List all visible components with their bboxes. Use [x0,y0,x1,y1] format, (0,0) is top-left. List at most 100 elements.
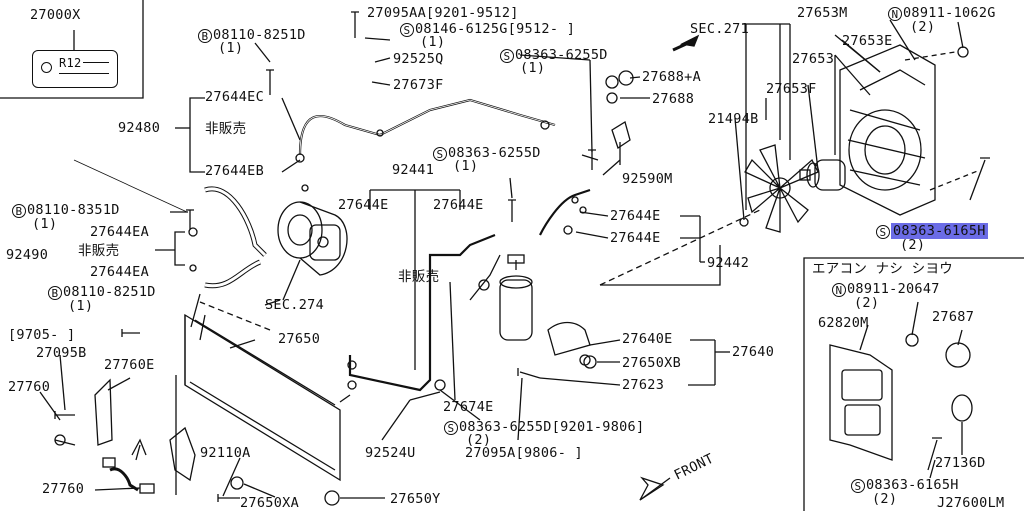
callout-text: 27136D [935,455,986,471]
callout-text: 27644EA [90,224,149,240]
callout-27674E: 27674E [443,400,494,414]
callout-text: 92524U [365,445,416,461]
callout-27760E: 27760E [104,358,155,372]
callout-08363bq: (1) [453,159,478,173]
callout-27673F: 27673F [393,78,444,92]
callout-text: 27674E [443,399,494,415]
callout-27095A: 27095A[9806- ] [465,446,583,460]
callout-text: 27623 [622,377,665,393]
callout-text: 27644EA [90,264,149,280]
callout-text: 92590M [622,171,673,187]
mark-s-icon: S [876,225,890,239]
callout-27653F: 27653F [766,82,817,96]
callout-text: SEC.274 [265,297,324,313]
callout-text: 27095AA[9201-9512] [367,5,519,21]
kit-frame [0,0,144,99]
kit-code: 27000X [30,7,81,23]
callout-27644EA1: 27644EA [90,225,149,239]
callout-text: 27653 [792,51,835,67]
callout-text: 27644E [610,230,661,246]
callout-62820M: 62820M [818,316,869,330]
callout-92480: 92480 [118,121,160,135]
callout-text: 92442 [707,255,750,271]
callout-text: (2) [900,237,926,253]
callout-text: 27644EC [205,89,264,105]
callout-27688: 27688 [652,92,694,106]
compressor-shape [277,201,348,276]
inset-panel-shape [829,333,973,461]
callout-27760a: 27760 [8,380,50,394]
callout-27644EA2: 27644EA [90,265,149,279]
callout-text: 27760 [42,481,85,497]
callout-27760b: 27760 [42,482,84,496]
callout-text: 08110-8351D [27,202,120,218]
callout-27650XB: 27650XB [622,356,681,370]
callout-text: 08911-1062G [903,5,996,21]
callout-92110A: 92110A [200,446,251,460]
callout-text: 92110A [200,445,251,461]
callout-27640E: 27640E [622,332,673,346]
callout-92442: 92442 [707,256,749,270]
callout-92590M: 92590M [622,172,673,186]
callout-text: 08146-6125G[9512- ] [415,21,576,37]
callout-text: 27688+A [642,69,701,85]
callout-text: 27653E [842,33,893,49]
callout-text: 92441 [392,162,435,178]
callout-92441: 92441 [392,163,434,177]
callout-08363dq: (2) [900,238,925,252]
callout-27653E: 27653E [842,34,893,48]
mark-s-icon: S [500,49,514,63]
kit-label-plate: R12 [32,50,118,88]
aircon-header: エアコン ナシ シヨウ [812,261,954,277]
callout-27644EC: 27644EC [205,90,264,104]
callout-08911bq: (2) [854,296,879,310]
callout-text: 27644E [610,208,661,224]
mark-n-icon: N [888,7,902,21]
fan-blade-shape [744,144,819,233]
callout-27644E2: 27644E [433,198,484,212]
callout-text: (2) [466,432,492,448]
callout-text: SEC.271 [690,21,749,37]
callout-27650: 27650 [278,332,320,346]
callout-27687: 27687 [932,310,974,324]
callout-text: 27673F [393,77,444,93]
callout-text: 27653M [797,5,848,21]
fan-shroud-shape [839,44,936,216]
callout-text: 08110-8251D [63,284,156,300]
condenser-shape [184,313,351,482]
callout-text: 27653F [766,81,817,97]
callout-08363eq: (2) [872,492,897,506]
callout-27095B: 27095B [36,346,87,360]
callout-08110aq: (1) [218,41,243,55]
mark-s-icon: S [433,147,447,161]
callout-27644E3: 27644E [610,209,661,223]
plate-text: R12 [59,56,82,70]
mark-b-icon: B [12,204,26,218]
callout-text: 08363-6165H [891,223,988,239]
bolts [54,11,990,502]
callout-27623: 27623 [622,378,664,392]
callout-text: [9705- ] [8,327,76,343]
callout-27644E1: 27644E [338,198,389,212]
callout-27136D: 27136D [935,456,986,470]
receiver-drier-shape [499,254,533,341]
callout-9705: [9705- ] [8,328,75,342]
callout-27095AA: 27095AA[9201-9512] [367,6,519,20]
callout-21494B: 21494B [708,112,759,126]
inset-frame [803,257,1024,511]
callout-text: (1) [520,60,546,76]
callout-text: 27688 [652,91,695,107]
leader-lines [39,19,964,499]
callout-text: 08363-6255D [515,47,608,63]
callout-text: 92525Q [393,51,444,67]
callout-text: (1) [68,298,94,314]
callout-text: 08110-8251D [213,27,306,43]
